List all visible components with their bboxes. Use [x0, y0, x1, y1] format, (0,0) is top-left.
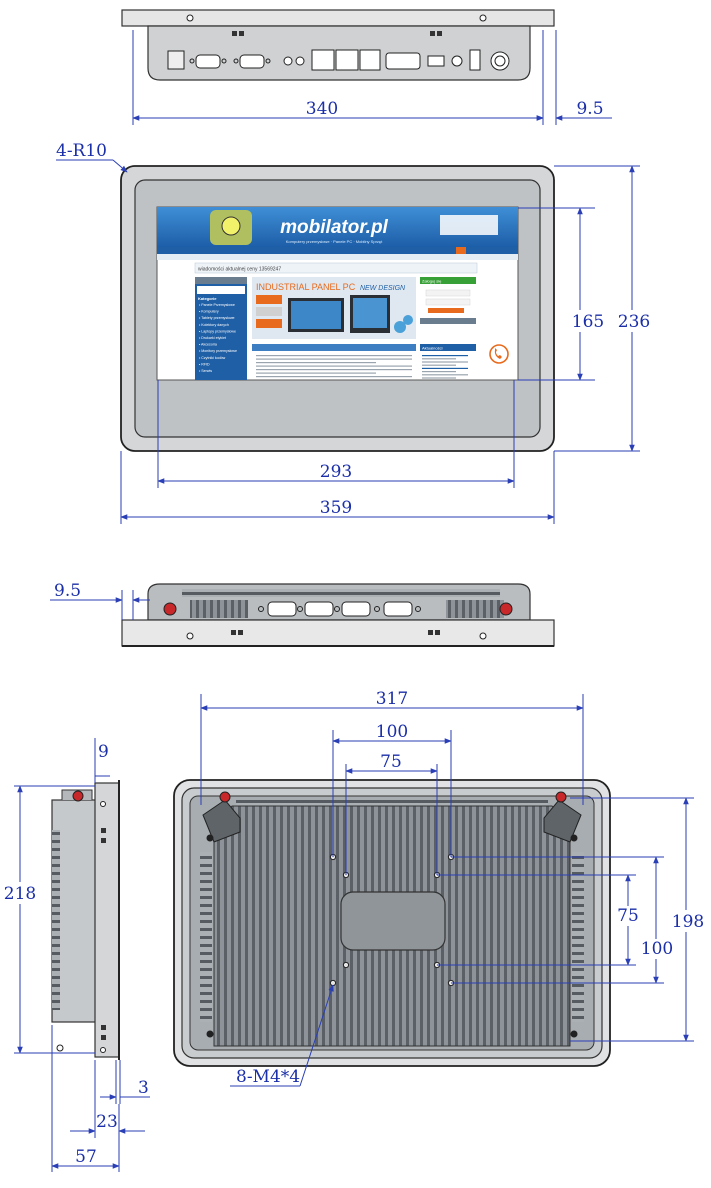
site-sidebar-item[interactable]: • Monitory przemysłowe [199, 349, 237, 353]
site-article-line [256, 362, 376, 364]
dim-rear-vesa75-h: 75 [380, 752, 402, 772]
site-article-line [256, 369, 412, 371]
front-view: mobilator.pl Komputery przemysłowe · Pan… [56, 141, 655, 524]
phone-icon [489, 344, 509, 364]
rear-view: 317 100 75 75 100 198 8-M4*4 [173, 689, 708, 1087]
site-sidebar-item[interactable]: • Drukarki etykiet [199, 336, 226, 340]
site-sidebar-item[interactable]: • RFID [199, 362, 210, 366]
site-login-heading: Zaloguj się [422, 279, 442, 284]
screen: mobilator.pl Komputery przemysłowe · Pan… [156, 206, 519, 381]
site-news-line [422, 358, 456, 360]
site-article-line [256, 355, 412, 357]
site-logo: mobilator.pl [280, 217, 388, 238]
dim-top-width: 340 [306, 99, 338, 119]
site-sidebar-item[interactable]: • Serwis [199, 369, 212, 373]
site-sidebar-item[interactable]: • Czytniki kodów [199, 356, 226, 360]
site-sidebar-item[interactable]: • Komputery [199, 310, 219, 314]
dim-side-total: 57 [75, 1147, 97, 1167]
dim-rear-mount-width: 317 [376, 689, 408, 709]
bottom-view: 9.5 [50, 581, 555, 647]
dim-top-depth: 9.5 [576, 99, 603, 119]
site-news-line [422, 367, 468, 369]
dim-corner-radius: 4-R10 [56, 141, 107, 161]
dim-display-height: 165 [572, 312, 604, 332]
site-news-line [422, 377, 456, 379]
dim-outer-width: 359 [320, 498, 352, 518]
site-news-line [422, 374, 468, 376]
site-sidebar-heading: Kategorie [198, 296, 217, 301]
top-view: 340 9.5 [121, 9, 612, 125]
site-sidebar-item[interactable]: • Tablety przemysłowe [199, 316, 235, 320]
dim-rear-vesa100-v: 100 [641, 939, 673, 959]
site-banner-subtitle: NEW DESIGN [360, 285, 406, 292]
site-article-line [256, 365, 412, 367]
dim-rear-mount-height: 198 [672, 912, 704, 932]
site-news-list [422, 355, 468, 379]
site-news-line [422, 371, 456, 373]
dim-rear-screws: 8-M4*4 [236, 1067, 300, 1087]
site-article-line [256, 376, 412, 378]
site-news-line [422, 361, 468, 363]
site-sidebar-list: • Panele Przemysłowe • Komputery • Tablety… [199, 303, 237, 373]
site-news-line [422, 355, 468, 357]
side-view: 9 218 3 23 57 [0, 738, 150, 1172]
site-sidebar-item[interactable]: • Kolektory danych [199, 323, 229, 327]
site-article-text [256, 355, 412, 378]
site-sidebar-item[interactable]: • Panele Przemysłowe [199, 303, 235, 307]
site-news-line [422, 364, 456, 366]
site-sidebar-item[interactable]: • Akcesoria [199, 343, 217, 347]
dim-rear-vesa75-v: 75 [617, 906, 639, 926]
dim-side-frame: 3 [138, 1078, 149, 1098]
dim-display-width: 293 [320, 462, 352, 482]
site-sidebar-item[interactable]: • Laptopy przemysłowe [199, 329, 236, 333]
site-article-line [256, 372, 376, 374]
site-search-text: wiadomości aktualnej ceny 13569247 [198, 267, 281, 273]
dim-outer-height: 236 [618, 312, 650, 332]
dim-side-height: 218 [4, 884, 36, 904]
dim-side-depth-top: 9 [98, 742, 109, 762]
site-news-heading: Aktualności [422, 346, 443, 351]
dim-rear-vesa100-h: 100 [376, 722, 408, 742]
dim-side-body: 23 [96, 1112, 118, 1132]
site-banner-title: INDUSTRIAL PANEL PC [256, 282, 356, 292]
site-tagline: Komputery przemysłowe · Panele PC · Mobi… [286, 239, 383, 244]
site-article-line [256, 358, 412, 360]
dim-bottom-depth: 9.5 [54, 581, 81, 601]
